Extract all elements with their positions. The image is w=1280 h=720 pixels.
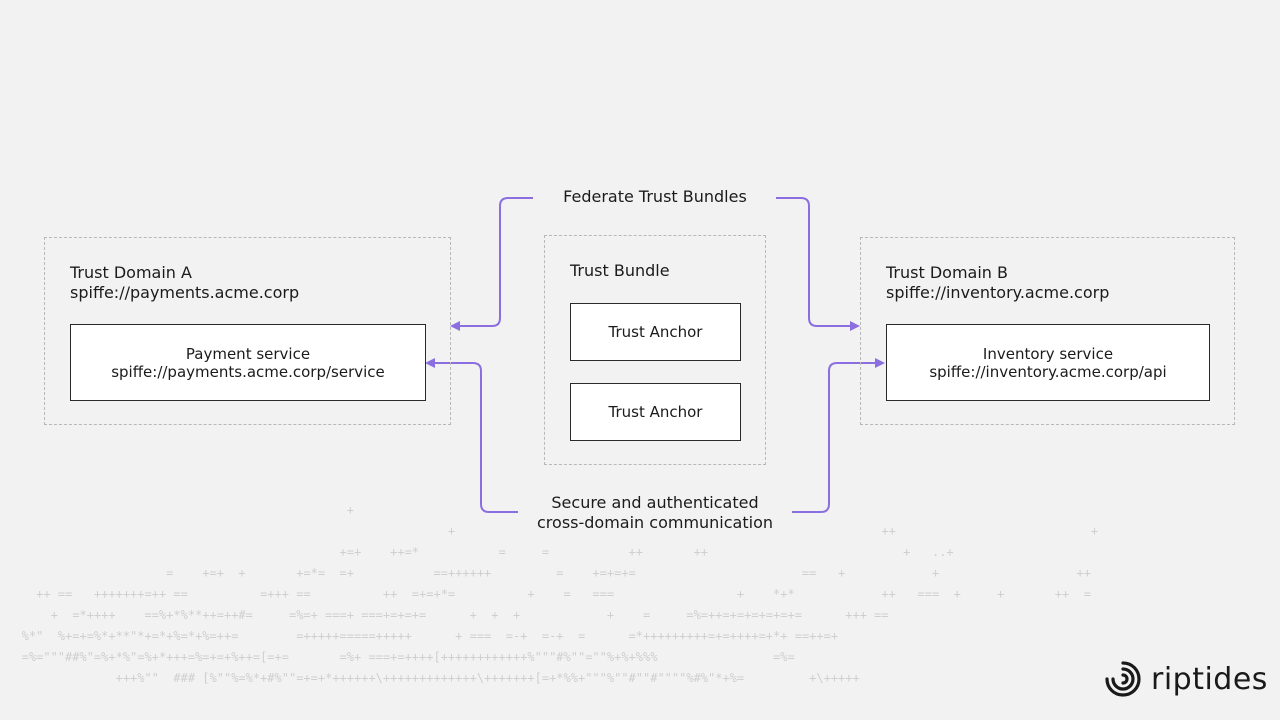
trust-domain-b-container: Trust Domain B spiffe://inventory.acme.c… <box>860 237 1235 425</box>
federate-arrow-to-domain-b <box>776 197 860 331</box>
payment-service-name: Payment service <box>185 344 311 363</box>
trust-domain-a-id: spiffe://payments.acme.corp <box>70 283 300 302</box>
riptides-swirl-icon <box>1105 661 1141 697</box>
trust-anchor-label: Trust Anchor <box>608 323 703 341</box>
trust-domain-a-title: Trust Domain A <box>70 263 192 282</box>
trust-bundle-title: Trust Bundle <box>570 261 670 280</box>
riptides-logo: riptides <box>1103 658 1268 700</box>
secure-arrow-to-payment-service <box>425 358 518 513</box>
trust-domain-b-title: Trust Domain B <box>886 263 1008 282</box>
payment-service-box: Payment service spiffe://payments.acme.c… <box>70 324 426 401</box>
trust-anchor-box-2: Trust Anchor <box>570 383 741 441</box>
secure-arrow-to-inventory-service <box>792 358 885 513</box>
trust-domain-b-id: spiffe://inventory.acme.corp <box>886 283 1110 302</box>
payment-service-id: spiffe://payments.acme.corp/service <box>111 362 385 381</box>
trust-anchor-box-1: Trust Anchor <box>570 303 741 361</box>
federate-arrow-to-domain-a <box>450 197 533 331</box>
trust-bundle-container: Trust Bundle Trust Anchor Trust Anchor <box>544 235 766 465</box>
ascii-pattern-background: + + ++ + <box>21 503 1099 685</box>
secure-communication-label: Secure and authenticated cross-domain co… <box>520 493 790 533</box>
federate-trust-bundles-label: Federate Trust Bundles <box>563 187 747 206</box>
inventory-service-name: Inventory service <box>982 344 1114 363</box>
trust-domain-a-container: Trust Domain A spiffe://payments.acme.co… <box>44 237 451 425</box>
secure-communication-line-2: cross-domain communication <box>537 513 773 532</box>
riptides-logo-text: riptides <box>1151 661 1268 697</box>
trust-anchor-label: Trust Anchor <box>608 403 703 421</box>
inventory-service-id: spiffe://inventory.acme.corp/api <box>929 362 1167 381</box>
inventory-service-box: Inventory service spiffe://inventory.acm… <box>886 324 1210 401</box>
secure-communication-line-1: Secure and authenticated <box>551 493 759 512</box>
